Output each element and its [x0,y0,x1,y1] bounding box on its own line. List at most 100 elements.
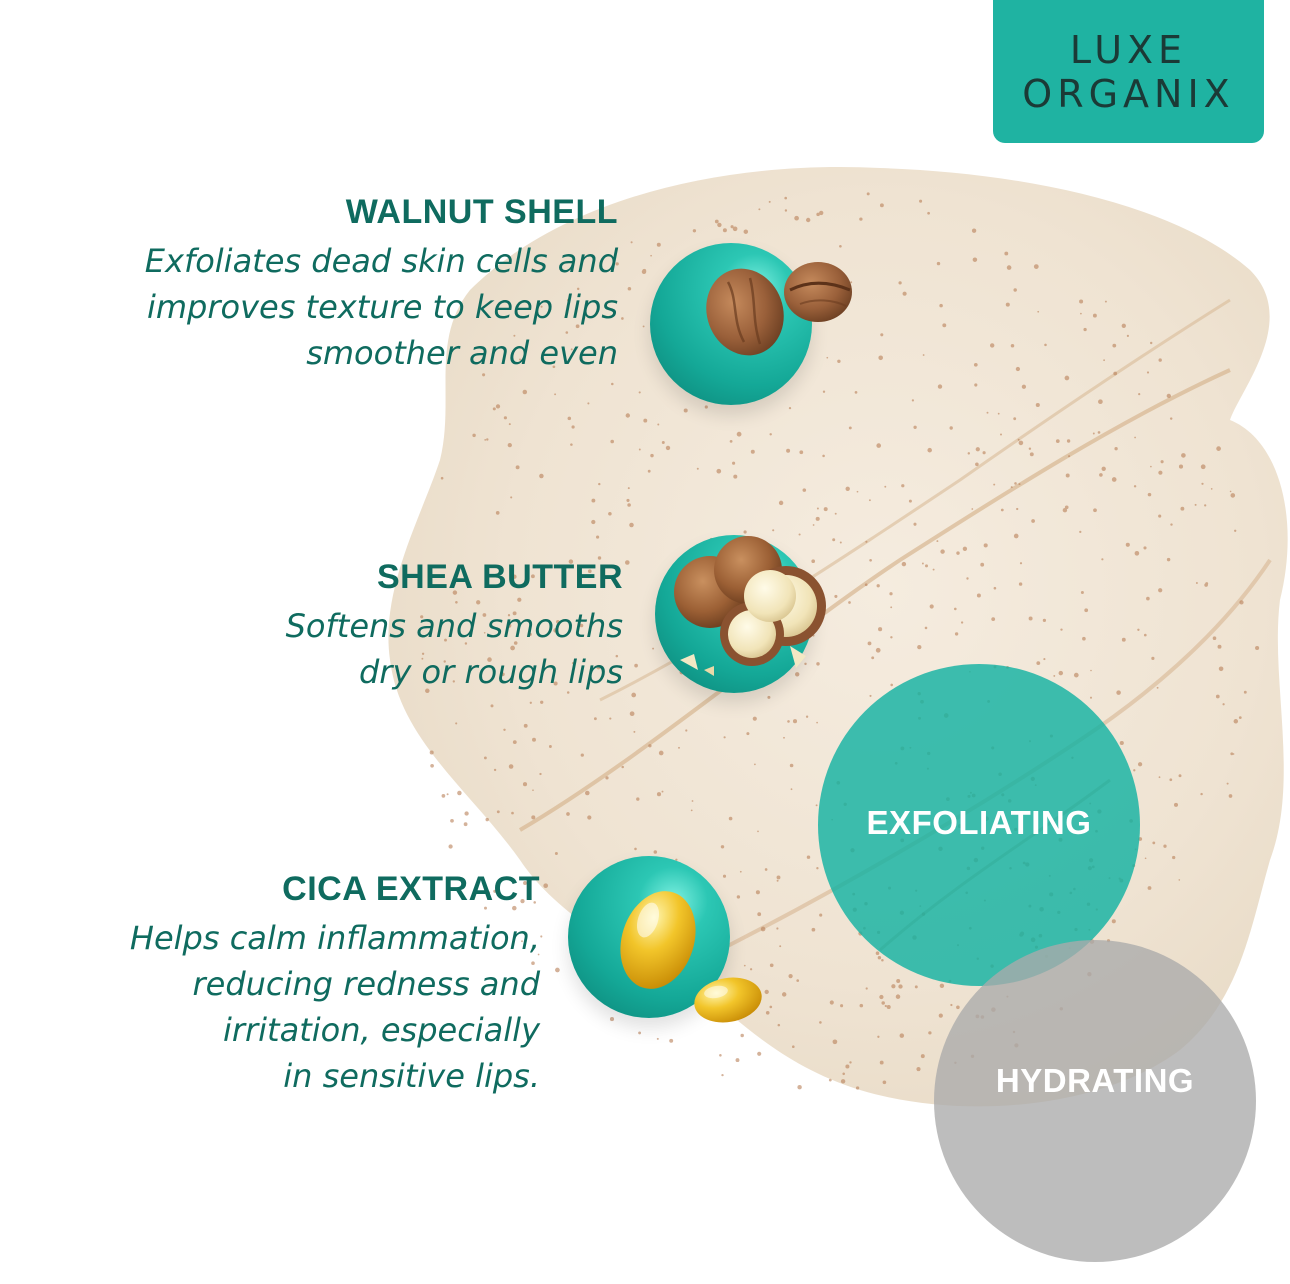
scrub-speck [493,768,497,772]
scrub-speck [839,244,842,248]
scrub-speck [1152,841,1156,845]
scrub-speck [540,305,543,308]
scrub-speck [902,291,907,296]
scrub-speck [690,809,693,812]
scrub-speck [928,1031,932,1035]
scrub-speck [937,384,943,389]
scrub-speck [890,636,893,639]
scrub-speck [735,1058,740,1063]
scrub-speck [784,209,788,212]
scrub-speck [799,450,804,455]
scrub-speck [1017,438,1020,441]
scrub-speck [1036,661,1041,666]
scrub-speck [568,559,574,564]
scrub-speck [443,660,446,663]
scrub-speck [636,797,640,801]
scrub-speck [1035,402,1040,408]
scrub-speck [1200,792,1203,796]
scrub-speck [610,439,615,444]
scrub-speck [1205,582,1209,586]
scrub-speck [1018,483,1021,486]
scrub-speck [1181,453,1186,458]
ingredient-cica-extract: CICA EXTRACT Helps calm inflammation, re… [40,869,540,1099]
scrub-speck [986,411,989,414]
scrub-speck [1089,696,1093,699]
scrub-speck [704,405,708,409]
scrub-speck [1239,600,1244,605]
scrub-speck [956,1005,960,1010]
scrub-speck [533,901,536,904]
brand-logo-line1: LUXE [1069,28,1188,72]
scrub-speck [1028,447,1032,450]
scrub-speck [629,711,635,717]
scrub-speck [865,540,868,543]
scrub-speck [487,891,491,894]
scrub-speck [420,615,424,619]
scrub-speck [591,519,596,525]
ingredient-description: Softens and smooths dry or rough lips [285,607,623,691]
scrub-speck [609,717,612,720]
scrub-speck [954,632,959,636]
scrub-speck [1053,674,1056,677]
scrub-speck [567,416,572,421]
scrub-speck [940,549,945,554]
scrub-speck [879,203,884,208]
scrub-speck [797,1084,802,1090]
scrub-speck [750,449,755,454]
scrub-speck [867,641,872,646]
scrub-speck [441,794,446,798]
scrub-speck [783,736,785,739]
ingredient-walnut-shell: WALNUT SHELL Exfoliates dead skin cells … [40,192,618,376]
scrub-speck [898,984,903,989]
scrub-speck [532,789,534,792]
scrub-speck [849,1061,852,1064]
scrub-speck [1170,523,1173,526]
scrub-speck [983,543,988,548]
scrub-speck [503,728,506,732]
scrub-speck [973,362,978,367]
scrub-speck [656,242,661,247]
scrub-speck [929,604,934,609]
scrub-speck [463,822,468,827]
scrub-speck [1080,591,1084,594]
scrub-speck [452,590,458,595]
scrub-speck [685,729,688,732]
scrub-speck [767,695,771,699]
scrub-speck [1065,473,1070,478]
scrub-speck [732,461,736,465]
scrub-speck [1169,417,1173,420]
scrub-speck [816,662,820,666]
scrub-speck [517,597,522,602]
scrub-speck [939,303,943,308]
scrub-speck [868,499,871,502]
scrub-speck [859,217,863,221]
scrub-speck [802,488,807,492]
scrub-speck [898,281,902,285]
scrub-speck [791,1045,795,1049]
scrub-speck [1228,794,1233,798]
scrub-speck [661,790,664,793]
scrub-speck [967,452,971,455]
scrub-speck [834,512,837,515]
scrub-speck [638,391,641,394]
ingredient-title: CICA EXTRACT [282,870,540,908]
scrub-speck [571,661,575,665]
scrub-speck [531,961,535,965]
scrub-speck [882,1080,887,1085]
scrub-speck [1212,636,1217,640]
scrub-speck [916,1067,921,1072]
scrub-speck [638,1031,642,1035]
scrub-speck [769,433,772,436]
scrub-speck [1146,596,1150,601]
scrub-speck [692,229,697,233]
scrub-speck [1055,439,1060,443]
scrub-speck [790,788,793,791]
scrub-speck [520,898,525,904]
scrub-speck [719,1054,722,1057]
scrub-speck [850,281,853,284]
scrub-speck [942,323,947,328]
scrub-speck [486,438,489,441]
scrub-speck [729,440,733,443]
scrub-speck [993,586,997,590]
scrub-speck [457,790,462,796]
